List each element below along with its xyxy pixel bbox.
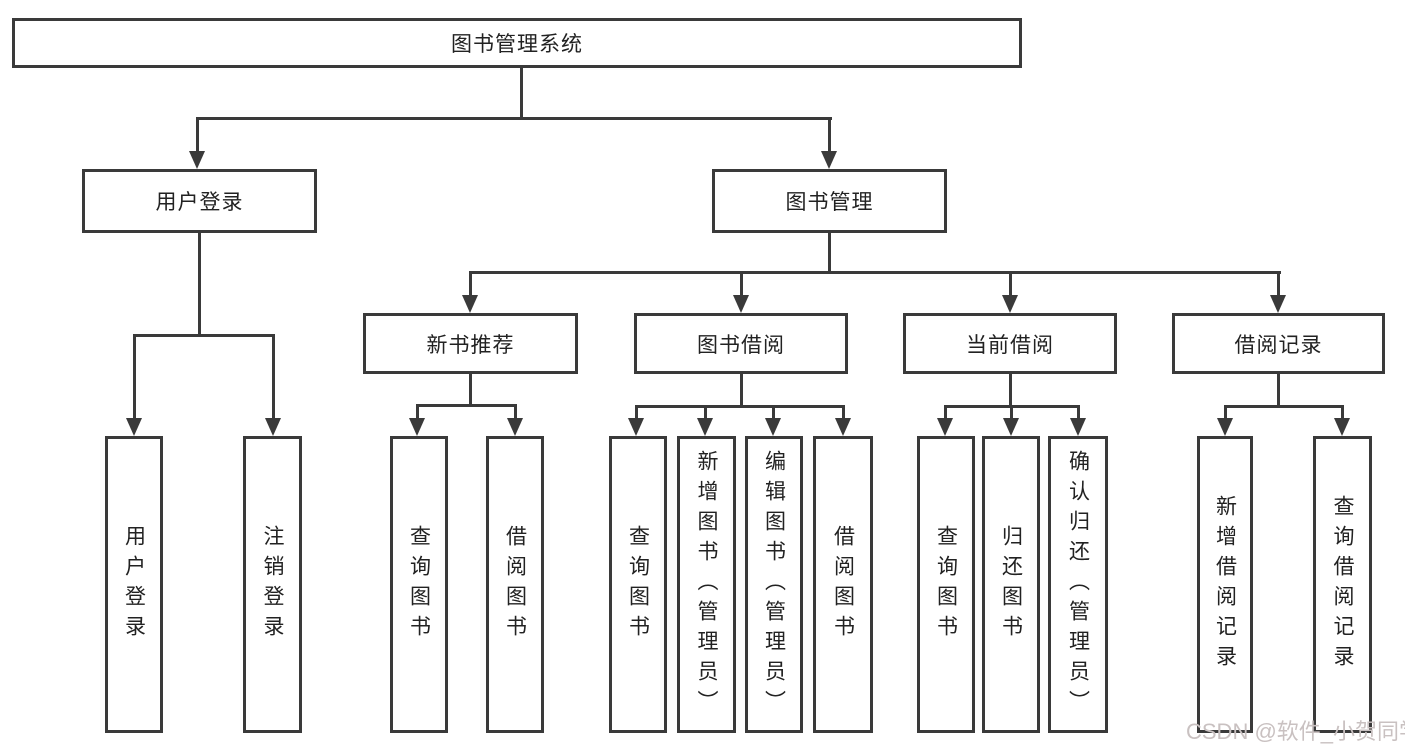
leaf-query-books-1: 查询图书 — [390, 436, 448, 733]
connector-br-stem — [1277, 374, 1280, 406]
connector-drop-newbookrec — [469, 271, 472, 297]
arrowhead-br-add — [1217, 418, 1233, 436]
leaf-confirm-return-admin: 确认归还（管理员） — [1048, 436, 1108, 733]
connector-drop-nb-borrow — [514, 404, 517, 420]
node-new-book-recommend: 新书推荐 — [363, 313, 578, 374]
arrowhead-cb-query — [937, 418, 953, 436]
connector-drop-curborrow — [1009, 271, 1012, 297]
arrowhead-nb-borrow — [507, 418, 523, 436]
connector-cb-stem — [1009, 374, 1012, 406]
connector-drop-br-query — [1341, 405, 1344, 420]
arrowhead-leaf-login — [126, 418, 142, 436]
leaf-query-books-3: 查询图书 — [917, 436, 975, 733]
connector-drop-user-login — [196, 117, 199, 153]
connector-root-bus — [196, 117, 832, 120]
leaf-edit-books-admin: 编辑图书（管理员） — [745, 436, 803, 733]
arrowhead-borrowrec — [1270, 295, 1286, 313]
connector-drop-bb-query — [635, 405, 638, 420]
node-current-borrowing: 当前借阅 — [903, 313, 1117, 374]
connector-userlogin-bus — [133, 334, 275, 337]
leaf-query-borrow-record: 查询借阅记录 — [1313, 436, 1372, 733]
leaf-user-login: 用户登录 — [105, 436, 163, 733]
arrowhead-bookborrow — [733, 295, 749, 313]
node-borrowing-records: 借阅记录 — [1172, 313, 1385, 374]
arrowhead-leaf-logout — [265, 418, 281, 436]
leaf-query-books-2: 查询图书 — [609, 436, 667, 733]
arrowhead-curborrow — [1002, 295, 1018, 313]
connector-bookmgmt-stem — [828, 233, 831, 272]
connector-br-bus — [1224, 405, 1344, 408]
arrowhead-br-query — [1334, 418, 1350, 436]
connector-drop-leaf-login — [133, 334, 136, 419]
arrowhead-user-login — [189, 151, 205, 169]
connector-drop-leaf-logout — [272, 334, 275, 419]
connector-drop-book-mgmt — [828, 117, 831, 153]
arrowhead-book-mgmt — [821, 151, 837, 169]
arrowhead-bb-edit — [765, 418, 781, 436]
arrowhead-bb-add — [697, 418, 713, 436]
arrowhead-cb-confirm — [1070, 418, 1086, 436]
connector-bb-bus — [635, 405, 845, 408]
node-book-borrowing: 图书借阅 — [634, 313, 848, 374]
connector-drop-bb-edit — [772, 405, 775, 420]
arrowhead-bb-query — [628, 418, 644, 436]
arrowhead-newbookrec — [462, 295, 478, 313]
node-book-management: 图书管理 — [712, 169, 947, 233]
csdn-watermark: CSDN @软件_小贺同学 — [1186, 719, 1405, 744]
connector-drop-bookborrow — [740, 271, 743, 297]
leaf-logout: 注销登录 — [243, 436, 302, 733]
connector-root-stem — [520, 68, 523, 118]
node-user-login: 用户登录 — [82, 169, 317, 233]
connector-drop-bb-borrow — [842, 405, 845, 420]
arrowhead-nb-query — [409, 418, 425, 436]
connector-userlogin-stem — [198, 233, 201, 335]
leaf-borrow-books-2: 借阅图书 — [813, 436, 873, 733]
node-root: 图书管理系统 — [12, 18, 1022, 68]
connector-bookmgmt-bus — [469, 271, 1281, 274]
connector-drop-cb-query — [944, 405, 947, 420]
connector-nb-stem — [469, 374, 472, 405]
connector-drop-nb-query — [416, 404, 419, 420]
leaf-add-books-admin: 新增图书（管理员） — [677, 436, 736, 733]
leaf-add-borrow-record: 新增借阅记录 — [1197, 436, 1253, 733]
connector-nb-bus — [416, 404, 517, 407]
arrowhead-cb-return — [1003, 418, 1019, 436]
leaf-borrow-books-1: 借阅图书 — [486, 436, 544, 733]
connector-drop-cb-return — [1010, 405, 1013, 420]
arrowhead-bb-borrow — [835, 418, 851, 436]
connector-drop-br-add — [1224, 405, 1227, 420]
connector-drop-bb-add — [704, 405, 707, 420]
connector-bb-stem — [740, 374, 743, 406]
leaf-return-books: 归还图书 — [982, 436, 1040, 733]
connector-drop-cb-confirm — [1077, 405, 1080, 420]
connector-drop-borrowrec — [1277, 271, 1280, 297]
